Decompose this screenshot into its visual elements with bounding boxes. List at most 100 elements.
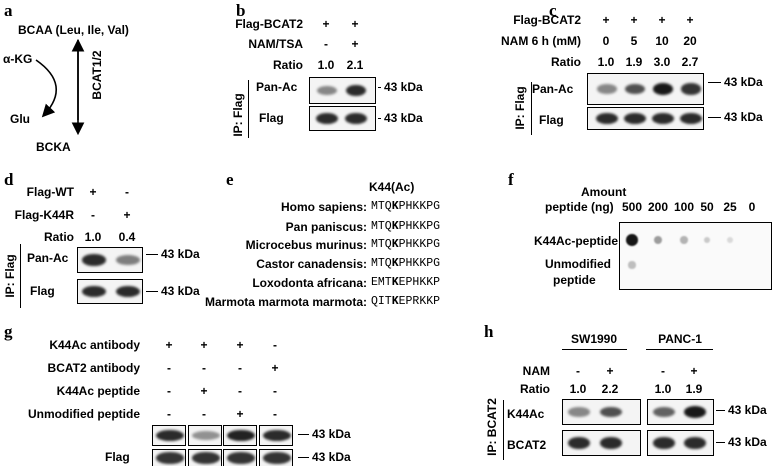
g-kda-tick (298, 457, 309, 458)
g-row-label: K44Ac peptide (56, 384, 140, 398)
h-cell-label: PANC-1 (658, 332, 702, 346)
h-cell-label: SW1990 (570, 332, 618, 346)
h-row-value: - (661, 364, 665, 378)
g-row-value: - (273, 407, 277, 421)
band (625, 83, 645, 95)
band (116, 255, 140, 265)
h-row-value: + (606, 364, 614, 378)
band (227, 452, 255, 464)
d-ip-line (20, 244, 21, 308)
seq-pre: MTQ (371, 220, 392, 233)
g-row-value: - (273, 338, 277, 352)
species-name: Castor canadensis: (256, 257, 367, 271)
b-row-label: Ratio (273, 58, 303, 72)
c-blot-panac (587, 73, 704, 105)
b-row-value: - (324, 37, 328, 51)
c-ip-line (531, 82, 532, 135)
panel-letter-f: f (508, 170, 514, 189)
band (600, 406, 622, 418)
g-row-value: + (271, 361, 279, 375)
f-amount-value: 50 (700, 200, 714, 214)
seq-pre: QIT (371, 295, 392, 308)
b-kda-tick (378, 87, 381, 88)
c-row-value: 1.9 (625, 55, 643, 69)
h-ip-label: IP: BCAT2 (485, 398, 499, 456)
sequence: EMTKEPHKKP (371, 276, 440, 290)
band (568, 407, 590, 417)
band (568, 437, 590, 449)
band (82, 285, 106, 298)
d-row-label: Flag-WT (26, 185, 74, 199)
g-row-value: + (236, 338, 244, 352)
g-blot-flag (223, 449, 257, 466)
dot-spot (680, 236, 688, 244)
sequence: MTQKPHKKPG (371, 257, 440, 271)
band (653, 83, 673, 95)
h-row-value: 1.0 (654, 382, 672, 396)
f-amount-value: 0 (748, 200, 756, 214)
g-blot-flag (152, 449, 186, 466)
d-row-label: Ratio (44, 230, 74, 244)
band (317, 85, 337, 96)
b-blot-label: Flag (259, 111, 284, 125)
c-row-value: + (658, 13, 666, 27)
dot-spot (703, 236, 711, 244)
panel-letter-a: a (4, 1, 13, 20)
f-amount-value: 200 (647, 200, 669, 214)
g-row-value: - (167, 384, 171, 398)
g-kda: 43 kDa (312, 450, 351, 464)
h-cell-line (562, 349, 627, 350)
panel-letter-h: h (484, 322, 494, 341)
g-row-value: + (200, 384, 208, 398)
b-row-value: 2.1 (346, 58, 364, 72)
band (192, 430, 220, 441)
seq-lysine: K (391, 238, 399, 251)
g-row-value: - (273, 384, 277, 398)
d-kda: 43 kDa (161, 247, 200, 261)
dot-spot (628, 261, 636, 269)
b-kda: 43 kDa (384, 111, 423, 125)
g-kda-tick (298, 434, 309, 435)
b-row-value: + (351, 37, 359, 51)
c-row-value: 3.0 (653, 55, 671, 69)
g-row-value: - (167, 407, 171, 421)
band (653, 406, 675, 418)
seq-lysine: K (391, 295, 399, 308)
seq-pre: EMT (371, 276, 392, 289)
f-row-label: K44Ac-peptide (534, 234, 619, 248)
d-kda: 43 kDa (161, 284, 200, 298)
d-row-value: - (91, 208, 95, 222)
g-blot-top (188, 425, 222, 446)
seq-lysine: K (391, 276, 399, 289)
band (346, 84, 366, 97)
band (600, 437, 622, 449)
c-row-value: + (602, 13, 610, 27)
dot-spot (626, 234, 638, 246)
band (227, 429, 255, 442)
c-row-value: 0 (602, 34, 610, 48)
band (316, 112, 338, 125)
h-blot-k44ac (647, 399, 714, 425)
sequence: QITKEPRKKP (371, 295, 440, 309)
c-row-value: 5 (630, 34, 638, 48)
d-blot-label: Flag (30, 284, 55, 298)
c-kda: 43 kDa (724, 110, 763, 124)
f-row-label: Unmodified (545, 257, 611, 271)
panel-letter-b: b (236, 1, 246, 20)
g-row-label: BCAT2 antibody (47, 361, 140, 375)
h-row-value: + (690, 364, 698, 378)
band (116, 285, 140, 298)
g-row-value: - (202, 361, 206, 375)
g-row-value: - (238, 361, 242, 375)
d-blot-flag (77, 279, 143, 304)
c-blot-flag (587, 107, 704, 130)
seq-lysine: K (391, 220, 399, 233)
h-blot-label: BCAT2 (507, 438, 547, 452)
d-row-value: + (89, 185, 97, 199)
seq-post: EPRKKP (398, 295, 441, 308)
h-row-value: 2.2 (601, 382, 619, 396)
g-row-value: + (165, 338, 173, 352)
h-row-label: Ratio (520, 382, 550, 396)
dot-spot (726, 236, 734, 244)
h-blot-k44ac (562, 399, 641, 425)
